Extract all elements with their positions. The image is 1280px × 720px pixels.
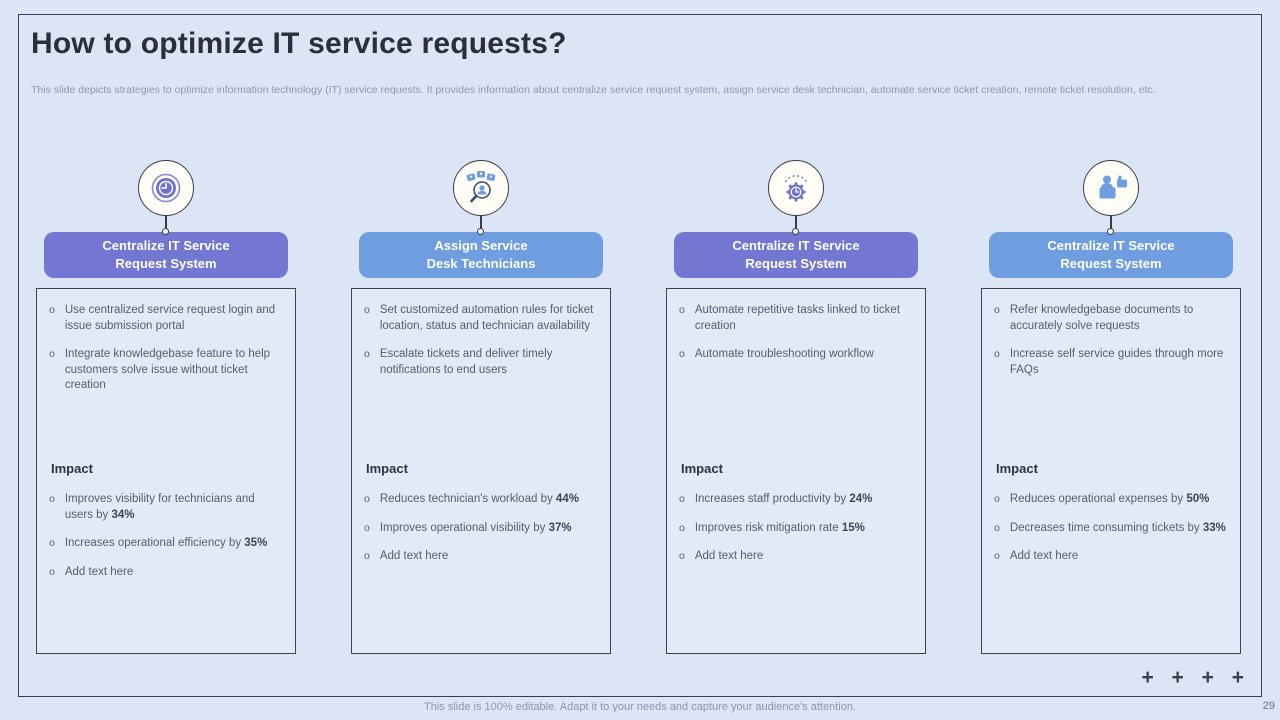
- impact-list: o Reduces technician's workload by 44% o…: [364, 492, 598, 565]
- impact-item: o Increases staff productivity by 24%: [679, 492, 913, 508]
- bullet-marker: o: [994, 521, 1000, 534]
- bullet-marker: o: [364, 493, 370, 505]
- banner-title-line: Centralize IT Service: [1047, 237, 1175, 253]
- strategy-list: o Use centralized service request login …: [49, 303, 283, 455]
- bullet-marker: o: [364, 304, 370, 316]
- impact-item: o Add text here: [679, 549, 913, 565]
- technician-search-icon: [466, 171, 496, 203]
- impact-item: o Reduces technician's workload by 44%: [364, 492, 598, 508]
- bullet-marker: o: [49, 493, 55, 505]
- column-centralize-3: Centralize IT Service Request System o R…: [981, 160, 1241, 654]
- impact-heading: Impact: [996, 461, 1038, 476]
- bullet-marker: o: [994, 304, 1000, 316]
- footer-note: This slide is 100% editable. Adapt it to…: [424, 701, 856, 713]
- bullet-marker: o: [364, 348, 370, 360]
- bullet-marker: o: [49, 304, 55, 316]
- column-title-banner: Assign Service Desk Technicians: [359, 227, 603, 278]
- banner-title-line: Assign Service: [434, 237, 528, 253]
- icon-badge: [1083, 160, 1139, 216]
- bullet-marker: o: [994, 493, 1000, 505]
- strategy-detail-box: o Use centralized service request login …: [36, 288, 296, 654]
- bullet-item: o Automate troubleshooting workflow: [679, 347, 913, 363]
- banner-title-line: Request System: [745, 256, 847, 271]
- bullet-item: o Integrate knowledgebase feature to hel…: [49, 347, 283, 394]
- bullet-marker: o: [994, 348, 1000, 360]
- impact-item: o Add text here: [364, 549, 598, 565]
- banner-title-line: Request System: [1060, 256, 1162, 271]
- column-title-banner: Centralize IT Service Request System: [989, 227, 1233, 278]
- bullet-marker: o: [49, 348, 55, 360]
- bullet-marker: o: [679, 304, 685, 316]
- bullet-marker: o: [364, 550, 370, 562]
- strategy-list: o Refer knowledgebase documents to accur…: [994, 303, 1228, 455]
- banner-title-line: Centralize IT Service: [102, 237, 230, 253]
- connector-dot: [161, 227, 169, 235]
- bullet-marker: o: [49, 565, 55, 578]
- impact-heading: Impact: [366, 461, 408, 476]
- bullet-marker: o: [49, 537, 55, 549]
- connector-line: [795, 216, 797, 232]
- impact-heading: Impact: [681, 461, 723, 476]
- bullet-marker: o: [994, 550, 1000, 562]
- connector-line: [480, 216, 482, 232]
- page-title: How to optimize IT service requests?: [31, 27, 567, 60]
- impact-item: o Reduces operational expenses by 50%: [994, 492, 1228, 508]
- connector-dot: [1106, 227, 1114, 235]
- strategy-detail-box: o Refer knowledgebase documents to accur…: [981, 288, 1241, 654]
- bullet-item: o Set customized automation rules for ti…: [364, 303, 598, 334]
- strategy-columns: Centralize IT Service Request System o U…: [36, 160, 1241, 654]
- impact-heading: Impact: [51, 461, 93, 476]
- impact-item: o Decreases time consuming tickets by 33…: [994, 521, 1228, 537]
- impact-list: o Improves visibility for technicians an…: [49, 492, 283, 580]
- bullet-item: o Automate repetitive tasks linked to ti…: [679, 303, 913, 334]
- bullet-marker: o: [679, 521, 685, 534]
- impact-list: o Increases staff productivity by 24% o …: [679, 492, 913, 565]
- strategy-list: o Set customized automation rules for ti…: [364, 303, 598, 455]
- icon-badge: [453, 160, 509, 216]
- connector-line: [1110, 216, 1112, 232]
- bullet-marker: o: [679, 550, 685, 562]
- impact-item: o Improves operational visibility by 37%: [364, 521, 598, 537]
- column-title-banner: Centralize IT Service Request System: [674, 227, 918, 278]
- banner-title-line: Desk Technicians: [426, 256, 536, 271]
- column-centralize-2: Centralize IT Service Request System o A…: [666, 160, 926, 654]
- strategy-detail-box: o Set customized automation rules for ti…: [351, 288, 611, 654]
- connector-dot: [791, 227, 799, 235]
- column-assign-technicians: Assign Service Desk Technicians o Set cu…: [351, 160, 611, 654]
- slide-subtitle: This slide depicts strategies to optimiz…: [31, 84, 1156, 96]
- impact-item: o Add text here: [49, 565, 283, 581]
- strategy-detail-box: o Automate repetitive tasks linked to ti…: [666, 288, 926, 654]
- impact-item: o Improves visibility for technicians an…: [49, 492, 283, 523]
- column-centralize-1: Centralize IT Service Request System o U…: [36, 160, 296, 654]
- connector-dot: [476, 227, 484, 235]
- bullet-marker: o: [679, 493, 685, 505]
- page-number: 29: [1262, 700, 1275, 712]
- impact-item: o Improves risk mitigation rate 15%: [679, 521, 913, 537]
- bullet-item: o Refer knowledgebase documents to accur…: [994, 303, 1228, 334]
- connector-line: [165, 216, 167, 232]
- banner-title-line: Centralize IT Service: [732, 237, 860, 253]
- icon-badge: [768, 160, 824, 216]
- bullet-marker: o: [679, 348, 685, 360]
- icon-badge: [138, 160, 194, 216]
- bullet-item: o Increase self service guides through m…: [994, 347, 1228, 378]
- column-title-banner: Centralize IT Service Request System: [44, 227, 288, 278]
- impact-list: o Reduces operational expenses by 50% o …: [994, 492, 1228, 565]
- impact-item: o Add text here: [994, 549, 1228, 565]
- impact-item: o Increases operational efficiency by 35…: [49, 536, 283, 552]
- plus-decoration: + + + +: [1141, 666, 1250, 689]
- bullet-item: o Escalate tickets and deliver timely no…: [364, 347, 598, 378]
- automation-gear-icon: [784, 175, 808, 202]
- bullet-marker: o: [364, 521, 370, 534]
- bullet-item: o Use centralized service request login …: [49, 303, 283, 334]
- clock-icon: [151, 173, 181, 203]
- customer-support-thumbsup-icon: [1099, 175, 1127, 199]
- strategy-list: o Automate repetitive tasks linked to ti…: [679, 303, 913, 455]
- banner-title-line: Request System: [115, 256, 217, 271]
